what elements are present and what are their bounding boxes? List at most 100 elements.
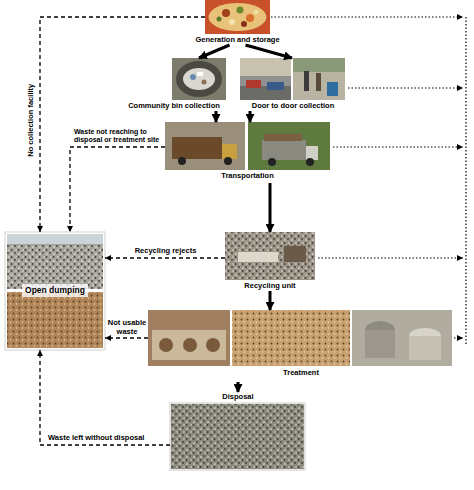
dotted-leaders xyxy=(271,17,466,345)
food-plate xyxy=(209,3,267,31)
dashed-arrow xyxy=(70,147,165,232)
node-label: Door to door collection xyxy=(238,101,348,110)
dashed-arrow xyxy=(105,337,148,338)
bin-waste xyxy=(183,68,215,90)
node-label: Recycling unit xyxy=(222,281,318,290)
dashed-arrow xyxy=(40,17,205,232)
tank xyxy=(365,330,395,358)
landfill-photo xyxy=(170,403,305,470)
food-item xyxy=(217,17,222,22)
photo-background xyxy=(148,310,230,366)
edge-label: Waste not reaching to disposal or treatm… xyxy=(74,128,162,144)
waste-heap xyxy=(7,234,103,289)
trees xyxy=(293,58,345,72)
edge-label: Recycling rejects xyxy=(106,247,225,256)
node-label: Community bin collection xyxy=(120,101,228,110)
photo-background xyxy=(165,122,245,170)
edge-label: No collection facility xyxy=(27,65,36,175)
compost-pile xyxy=(232,310,350,366)
sorted-material xyxy=(238,252,278,262)
dotted-line xyxy=(465,17,466,345)
flow-arrow xyxy=(269,183,272,232)
flow-arrow xyxy=(269,291,272,310)
dotted-arrow xyxy=(271,16,463,17)
food-item xyxy=(254,10,259,15)
waste-texture xyxy=(232,310,350,366)
photo-background xyxy=(248,122,330,170)
recycling-photo xyxy=(225,232,315,280)
wheel xyxy=(268,158,276,166)
dashed-arrow xyxy=(105,257,225,258)
edge-label: Waste left without disposal xyxy=(48,434,168,443)
waste-texture xyxy=(170,403,305,470)
dotted-arrow xyxy=(454,337,463,338)
sky xyxy=(7,234,103,244)
waste-texture xyxy=(7,234,103,289)
flow-arrow xyxy=(246,45,293,58)
stage-node: Generation and storage xyxy=(180,0,295,45)
pit-opening xyxy=(159,338,173,352)
waste-item xyxy=(190,74,196,80)
treatment-photo xyxy=(148,310,452,366)
food-item xyxy=(222,9,230,17)
photo-frame xyxy=(205,0,270,34)
node-label: Generation and storage xyxy=(180,35,295,44)
dashed-arrow xyxy=(40,350,170,445)
photo-frame xyxy=(5,232,105,350)
stage-node: Transportation xyxy=(160,122,335,183)
car xyxy=(267,82,284,90)
car xyxy=(246,80,261,88)
food-item xyxy=(237,7,244,14)
stage-node: Door to door collection xyxy=(238,58,348,111)
bin xyxy=(327,82,338,96)
stage-node: Community bin collection xyxy=(120,58,228,111)
photo-frame xyxy=(170,403,305,470)
photo-background xyxy=(172,58,226,100)
food-photo xyxy=(205,0,270,34)
worker xyxy=(316,73,321,91)
truck-cab xyxy=(222,144,237,159)
building xyxy=(240,58,291,76)
food-item xyxy=(241,21,247,27)
node-label: Transportation xyxy=(160,171,335,180)
waste-heap xyxy=(7,292,103,348)
photo-background xyxy=(240,58,291,100)
stage-node: Treatment xyxy=(148,310,454,382)
waste-item xyxy=(197,72,203,76)
flow-arrow xyxy=(199,45,230,58)
flow-arrow xyxy=(249,111,252,122)
flow-arrow xyxy=(237,382,240,392)
waste-texture xyxy=(7,292,103,348)
photo-background xyxy=(170,403,305,470)
edge-label: Not usable waste xyxy=(106,319,148,336)
stage-node: Disposal xyxy=(168,392,308,472)
truck-body xyxy=(172,137,222,159)
node-label: Open dumping xyxy=(22,284,88,297)
food-item xyxy=(229,19,235,25)
sorted-material xyxy=(284,246,306,262)
node-label: Disposal xyxy=(168,392,308,401)
waste-texture xyxy=(225,232,315,280)
compost-pit xyxy=(152,330,226,360)
node-label: Treatment xyxy=(148,368,454,377)
waste-load xyxy=(264,134,302,141)
pit-opening xyxy=(206,338,220,352)
truck-cab xyxy=(306,146,318,160)
stage-node: Recycling unit xyxy=(222,232,318,291)
wheel xyxy=(306,158,314,166)
street-photo xyxy=(240,58,345,100)
bin-rim xyxy=(176,61,222,97)
dotted-arrow xyxy=(348,87,463,88)
waste-item xyxy=(202,80,207,85)
stage-node: Open dumping xyxy=(5,232,105,350)
wheel xyxy=(178,157,186,165)
pit-opening xyxy=(183,338,197,352)
truck-body xyxy=(262,140,306,160)
photo-background xyxy=(352,310,452,366)
photo-background xyxy=(225,232,315,280)
dotted-arrow xyxy=(333,146,463,147)
truck-photo xyxy=(165,122,330,170)
